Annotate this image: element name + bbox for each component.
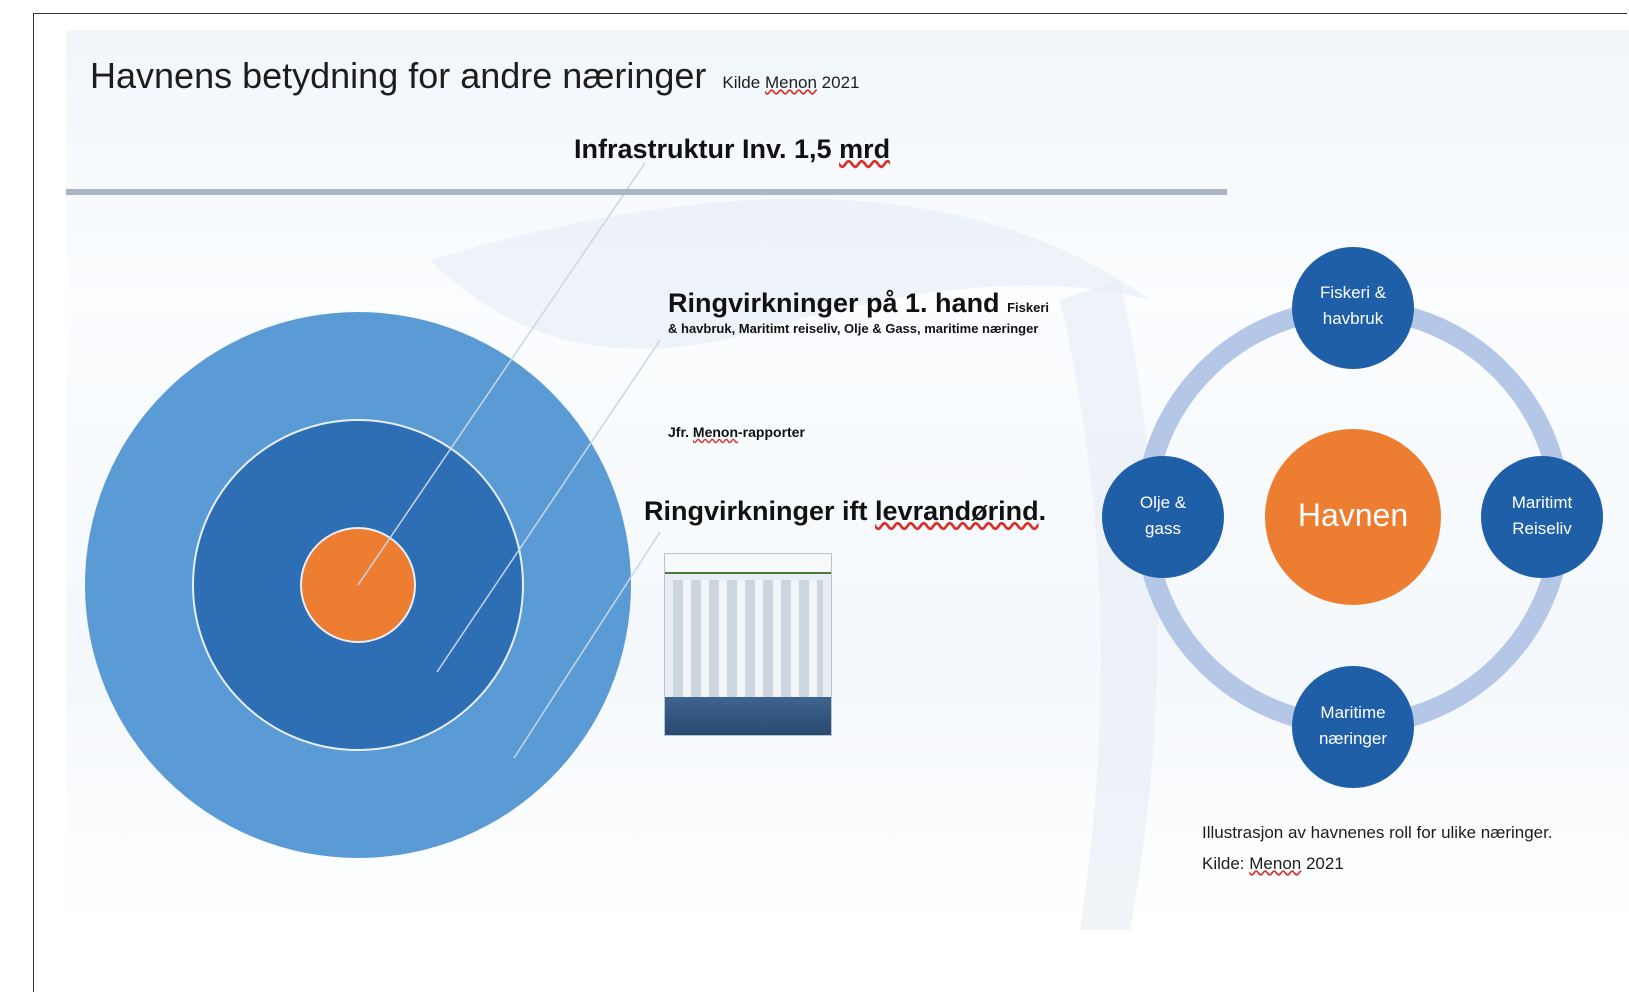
- background-swoosh-vertical: [1060, 280, 1158, 930]
- node-right-label: Maritimt Reiseliv: [1481, 490, 1603, 543]
- node-top-line2: havbruk: [1322, 309, 1384, 329]
- slide-title-text: Havnens betydning for andre næringer: [90, 55, 707, 96]
- node-right-line2: Reiseliv: [1512, 519, 1572, 539]
- jfr-suffix: -rapporter: [738, 424, 805, 440]
- first-hand-title: Ringvirkninger på 1. hand: [668, 288, 1000, 318]
- title-source-prefix: Kilde: [722, 73, 761, 92]
- pointer-line-outer: [513, 531, 661, 759]
- supplier-title-prefix: Ringvirkninger ift: [644, 496, 876, 526]
- heading-unit: mrd: [839, 134, 891, 164]
- infrastructure-heading: Infrastruktur Inv. 1,5 mrd: [574, 134, 890, 165]
- report-thumbnail-header: [665, 554, 831, 574]
- cycle-caption: Illustrasjon av havnenes roll for ulike …: [1202, 818, 1553, 879]
- report-thumbnail-footer: [665, 697, 831, 735]
- caption-line2: Kilde: Menon 2021: [1202, 849, 1553, 880]
- jfr-name: Menon: [692, 424, 739, 440]
- jfr-note: Jfr. Menon-rapporter: [668, 420, 808, 445]
- supplier-title-word: levrandørind: [875, 496, 1039, 526]
- node-left-line1: Olje &: [1139, 493, 1187, 512]
- caption-line2-name: Menon: [1249, 853, 1302, 873]
- node-top-label: Fiskeri & havbruk: [1292, 280, 1414, 333]
- node-right-circle: [1481, 456, 1603, 578]
- node-right-line1: Maritimt: [1511, 493, 1573, 512]
- supplier-title-end: .: [1038, 496, 1047, 526]
- node-bottom-circle: [1292, 666, 1414, 788]
- caption-line2-prefix: Kilde:: [1202, 853, 1250, 873]
- node-left-circle: [1102, 456, 1224, 578]
- node-bottom-line2: næringer: [1318, 729, 1388, 749]
- hub-label: Havnen: [1297, 497, 1409, 533]
- heading-main: Infrastruktur Inv. 1,5: [574, 134, 840, 164]
- background-swoosh: [430, 198, 1150, 349]
- pointer-line-core: [357, 162, 646, 586]
- node-left-line2: gass: [1145, 519, 1181, 539]
- node-bottom-label: Maritime næringer: [1292, 700, 1414, 753]
- jfr-prefix: Jfr.: [668, 424, 693, 440]
- title-divider: [66, 189, 1227, 195]
- node-top-line1: Fiskeri &: [1319, 283, 1387, 302]
- report-thumbnail-grid: [673, 580, 823, 698]
- pointer-line-middle: [436, 339, 661, 673]
- first-hand-detail: & havbruk, Maritimt reiseliv, Olje & Gas…: [668, 321, 1039, 337]
- title-source: Kilde Menon 2021: [722, 73, 859, 92]
- slide-title: Havnens betydning for andre næringer Kil…: [90, 55, 860, 97]
- first-hand-detail-inline: Fiskeri: [1007, 300, 1049, 315]
- first-hand-block: Ringvirkninger på 1. hand Fiskeri & havb…: [668, 287, 1078, 340]
- title-source-name: Menon: [764, 73, 817, 92]
- slide-frame: [33, 13, 1627, 992]
- node-top-circle: [1292, 247, 1414, 369]
- supplier-heading: Ringvirkninger ift levrandørind.: [644, 496, 1046, 527]
- hub-circle: [1265, 429, 1441, 605]
- node-bottom-line1: Maritime: [1320, 703, 1386, 722]
- caption-line1: Illustrasjon av havnenes roll for ulike …: [1202, 823, 1553, 842]
- report-thumbnail: [664, 553, 832, 736]
- node-left-label: Olje & gass: [1102, 490, 1224, 543]
- caption-line2-year: 2021: [1301, 853, 1344, 873]
- title-source-year: 2021: [821, 73, 860, 92]
